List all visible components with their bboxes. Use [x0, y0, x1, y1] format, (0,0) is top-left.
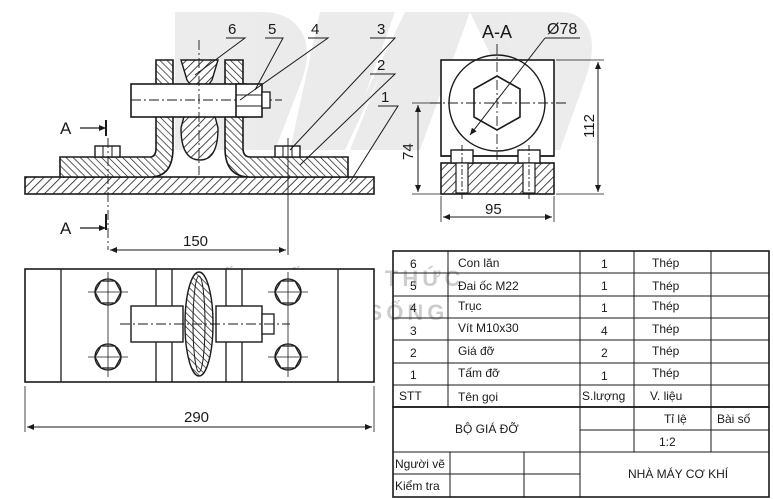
row-6-qty: 1 — [601, 257, 608, 271]
screw-left — [94, 145, 121, 158]
top-view: 150 290 — [24, 233, 375, 432]
screw-right — [274, 145, 301, 158]
callout-2: 2 — [377, 57, 385, 74]
col-header-name: Tên gọi — [458, 390, 498, 404]
section-mark-bottom: A — [60, 219, 72, 238]
drawn-by-label: Người vẽ — [395, 457, 445, 471]
callout-1: 1 — [381, 89, 389, 106]
row-4-name: Trục — [458, 299, 482, 313]
row-6-name: Con lăn — [458, 256, 499, 270]
callout-4: 4 — [311, 21, 319, 38]
row-4-qty: 1 — [601, 301, 608, 315]
section-title: A-A — [482, 22, 512, 42]
row-3-qty: 4 — [601, 324, 608, 338]
scale-value: 1:2 — [659, 435, 676, 449]
dim-width: 95 — [485, 201, 502, 218]
row-2-qty: 2 — [601, 346, 608, 360]
col-header-stt: STT — [399, 389, 422, 403]
shaft — [130, 83, 247, 118]
organization: NHÀ MÁY CƠ KHÍ — [628, 466, 729, 481]
nut — [235, 83, 263, 118]
row-5-qty: 1 — [601, 279, 608, 293]
row-5-material: Thép — [652, 279, 680, 293]
row-6-material: Thép — [652, 256, 680, 270]
parts-table: 6 Con lăn 1 Thép 5 Đai ốc M22 1 Thép 4 T… — [392, 250, 770, 408]
row-4-material: Thép — [652, 299, 680, 313]
row-5-stt: 5 — [410, 279, 417, 293]
dim-height-axis: 74 — [400, 143, 417, 160]
callout-5: 5 — [268, 21, 276, 38]
dim-height-total: 112 — [581, 114, 598, 138]
callout-3: 3 — [377, 21, 385, 38]
row-1-material: Thép — [652, 366, 680, 380]
front-view: 6 5 4 3 2 1 A A — [24, 21, 399, 255]
section-view: A-A Ø78 95 112 74 — [400, 21, 604, 222]
bracket-right — [224, 59, 349, 178]
bracket-left — [59, 59, 174, 178]
row-3-name: Vít M10x30 — [458, 321, 519, 335]
row-6-stt: 6 — [410, 257, 417, 271]
row-2-material: Thép — [652, 344, 680, 358]
col-header-material: V. liệu — [650, 389, 682, 403]
sheet-label: Bài số — [717, 412, 751, 426]
dim-total-length: 290 — [184, 409, 209, 426]
row-3-stt: 3 — [410, 324, 417, 338]
callout-6: 6 — [228, 21, 236, 38]
assembly-name: BỘ GIÁ ĐỠ — [455, 421, 519, 436]
row-1-name: Tấm đỡ — [458, 366, 500, 380]
row-4-stt: 4 — [410, 301, 417, 315]
row-1-stt: 1 — [410, 368, 417, 382]
row-1-qty: 1 — [601, 369, 608, 383]
scale-label: Tỉ lệ — [664, 412, 687, 426]
diameter-label: Ø78 — [547, 21, 577, 38]
base-plate — [24, 176, 375, 195]
row-5-name: Đai ốc M22 — [458, 279, 519, 293]
section-mark-top: A — [60, 119, 72, 138]
title-block: BỘ GIÁ ĐỠ Tỉ lệ Bài số 1:2 Người vẽ Kiểm… — [392, 406, 770, 498]
row-2-stt: 2 — [410, 346, 417, 360]
row-2-name: Giá đỡ — [458, 344, 495, 358]
dim-axis-offset: 150 — [183, 233, 208, 250]
row-3-material: Thép — [652, 322, 680, 336]
checked-by-label: Kiểm tra — [395, 479, 440, 493]
col-header-qty: S.lượng — [582, 389, 625, 403]
